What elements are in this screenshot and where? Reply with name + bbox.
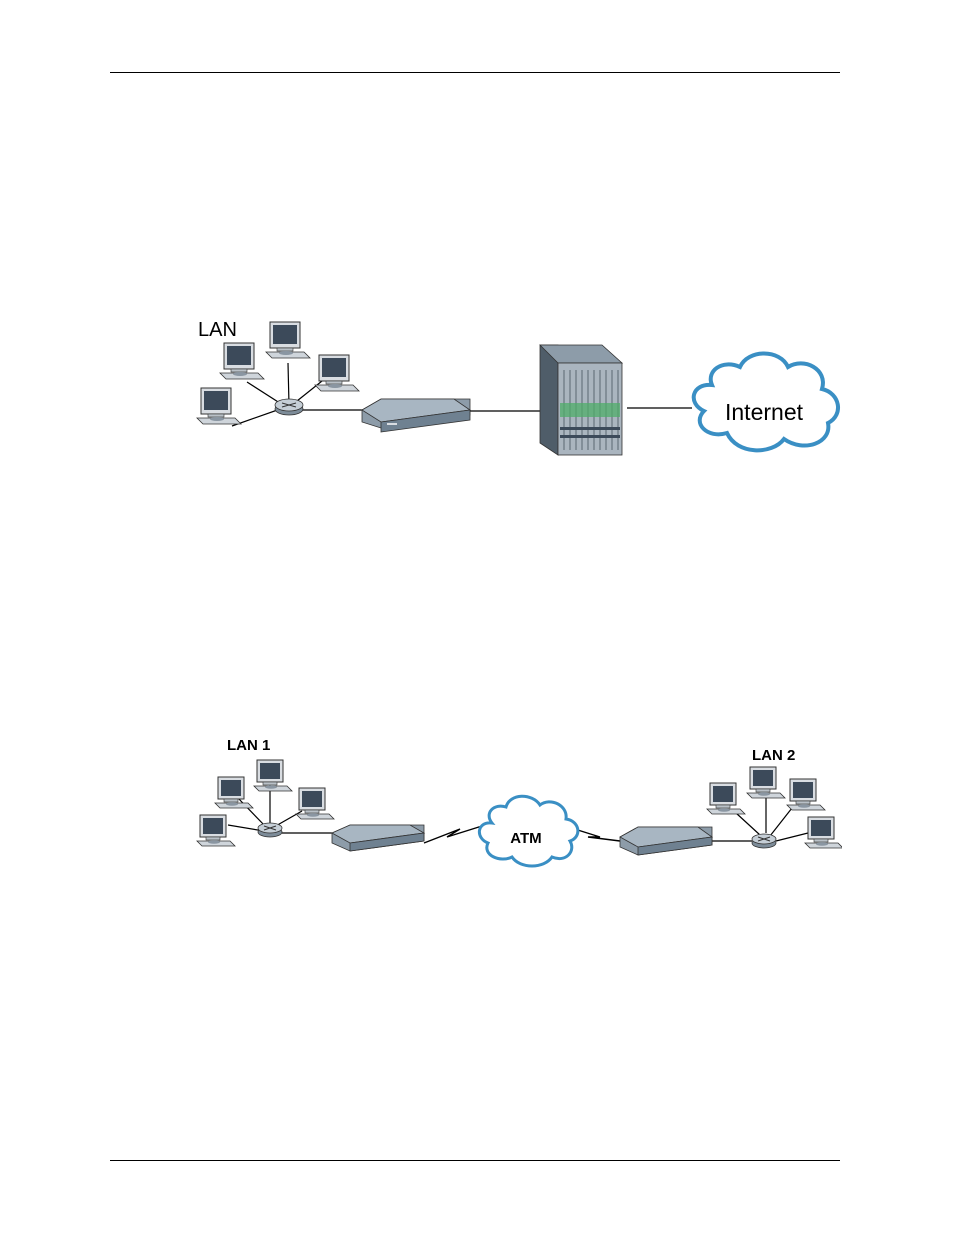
hub-icon [258, 823, 282, 837]
computer-icon [266, 322, 310, 358]
header-rule [110, 72, 840, 73]
lan-label: LAN [198, 319, 237, 341]
computer-icon [787, 779, 825, 810]
hub-icon [275, 399, 303, 415]
internet-label: Internet [725, 399, 804, 425]
computer-icon [747, 767, 785, 798]
computer-icon [296, 788, 334, 819]
modem-icon [362, 399, 470, 432]
modem-icon [620, 827, 712, 855]
network-diagram-atm-lan-to-lan: LAN 1 LAN 2 ATM [192, 733, 842, 868]
network-diagram-internet-access: LAN Internet [192, 315, 842, 460]
computer-icon [707, 783, 745, 814]
computer-icon [197, 815, 235, 846]
computer-icon [215, 777, 253, 808]
computer-icon [805, 817, 842, 848]
footer-rule [110, 1160, 840, 1161]
computer-icon [220, 343, 264, 379]
dslam-rack-icon [540, 345, 622, 455]
lan1-label: LAN 1 [227, 737, 270, 754]
computer-icon [254, 760, 292, 791]
atm-label: ATM [510, 830, 541, 847]
hub-icon [752, 834, 776, 848]
lan2-label: LAN 2 [752, 747, 795, 764]
internet-cloud-icon: Internet [694, 354, 838, 451]
computer-icon [197, 388, 241, 424]
computer-icon [315, 355, 359, 391]
modem-icon [332, 825, 424, 851]
atm-cloud-icon: ATM [479, 796, 577, 866]
